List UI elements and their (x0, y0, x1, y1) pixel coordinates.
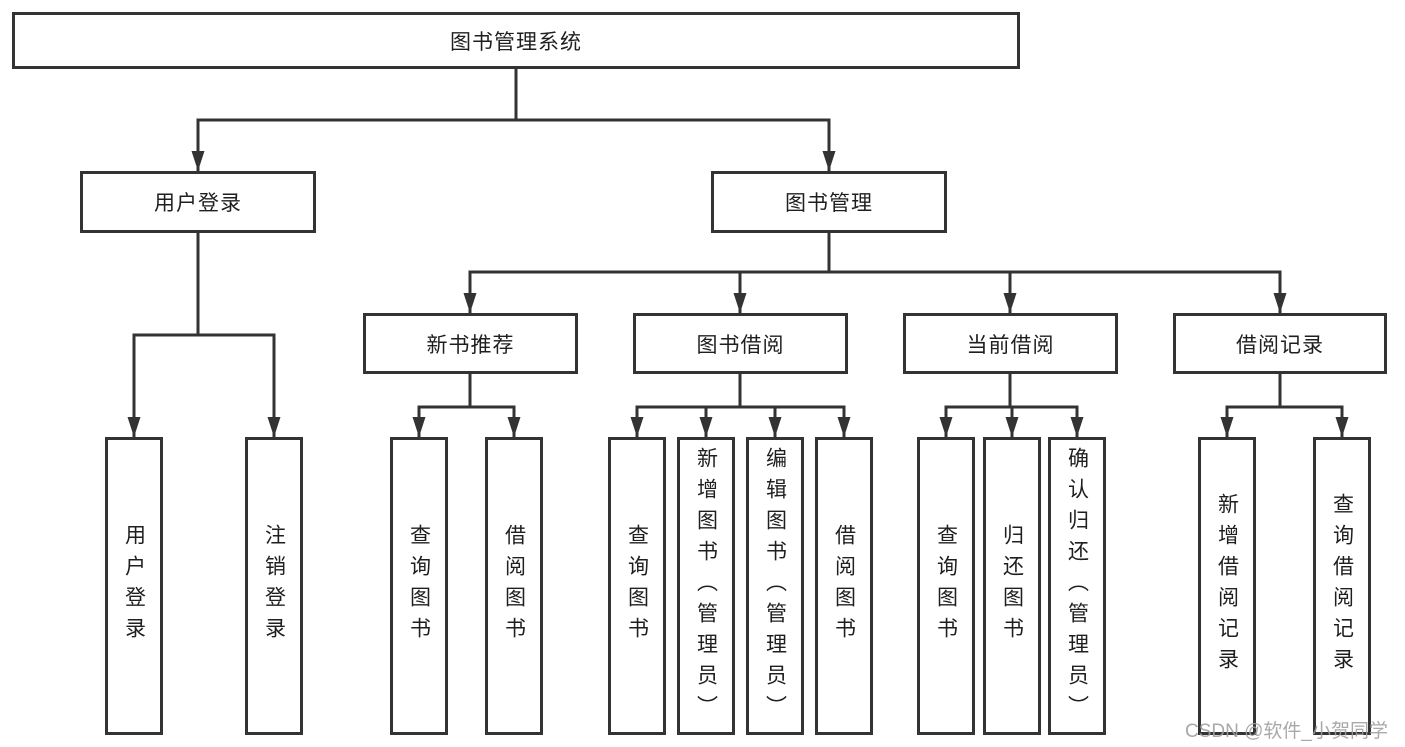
leaf-label: 编辑图书（管理员） (763, 446, 787, 726)
node-borrow-records: 借阅记录 (1173, 313, 1387, 374)
leaf-label: 查询图书 (407, 524, 431, 648)
leaf-label: 用户登录 (122, 524, 146, 648)
leaf-label: 借阅图书 (832, 524, 856, 648)
leaf-borrow-books: 借阅图书 (815, 437, 873, 735)
leaf-add-borrow-record: 新增借阅记录 (1198, 437, 1256, 735)
node-current-borrow: 当前借阅 (903, 313, 1118, 374)
leaf-query-books-current: 查询图书 (917, 437, 975, 735)
leaf-user-login: 用户登录 (105, 437, 163, 735)
node-label: 用户登录 (154, 192, 242, 215)
node-label: 新书推荐 (426, 333, 515, 357)
leaf-confirm-return-admin: 确认归还（管理员） (1048, 437, 1106, 735)
csdn-watermark: CSDN @软件_小贺同学 (1185, 721, 1388, 742)
leaf-query-books-borrow: 查询图书 (608, 437, 666, 735)
node-library-management-system: 图书管理系统 (12, 12, 1020, 69)
node-label: 当前借阅 (966, 333, 1055, 357)
leaf-add-book-admin: 新增图书（管理员） (677, 437, 735, 735)
leaf-label: 新增借阅记录 (1215, 493, 1239, 679)
leaf-label: 新增图书（管理员） (694, 446, 718, 726)
leaf-borrow-books-recommend: 借阅图书 (485, 437, 543, 735)
node-label: 借阅记录 (1236, 333, 1324, 357)
node-label: 图书管理系统 (450, 30, 582, 54)
node-new-book-recommend: 新书推荐 (363, 313, 578, 374)
leaf-label: 借阅图书 (502, 524, 526, 648)
leaf-label: 确认归还（管理员） (1065, 446, 1089, 726)
node-label: 图书管理 (785, 192, 873, 215)
node-user-login: 用户登录 (80, 171, 316, 233)
leaf-label: 注销登录 (262, 524, 286, 648)
node-book-management: 图书管理 (711, 171, 947, 233)
leaf-label: 查询图书 (625, 524, 649, 648)
node-book-borrow: 图书借阅 (633, 313, 848, 374)
node-label: 图书借阅 (696, 333, 785, 357)
leaf-query-books-recommend: 查询图书 (390, 437, 448, 735)
leaf-label: 查询图书 (934, 524, 958, 648)
leaf-edit-book-admin: 编辑图书（管理员） (746, 437, 804, 735)
leaf-return-books: 归还图书 (983, 437, 1041, 735)
leaf-query-borrow-record: 查询借阅记录 (1313, 437, 1371, 735)
leaf-logout-login: 注销登录 (245, 437, 303, 735)
leaf-label: 查询借阅记录 (1330, 493, 1354, 679)
leaf-label: 归还图书 (1000, 524, 1024, 648)
